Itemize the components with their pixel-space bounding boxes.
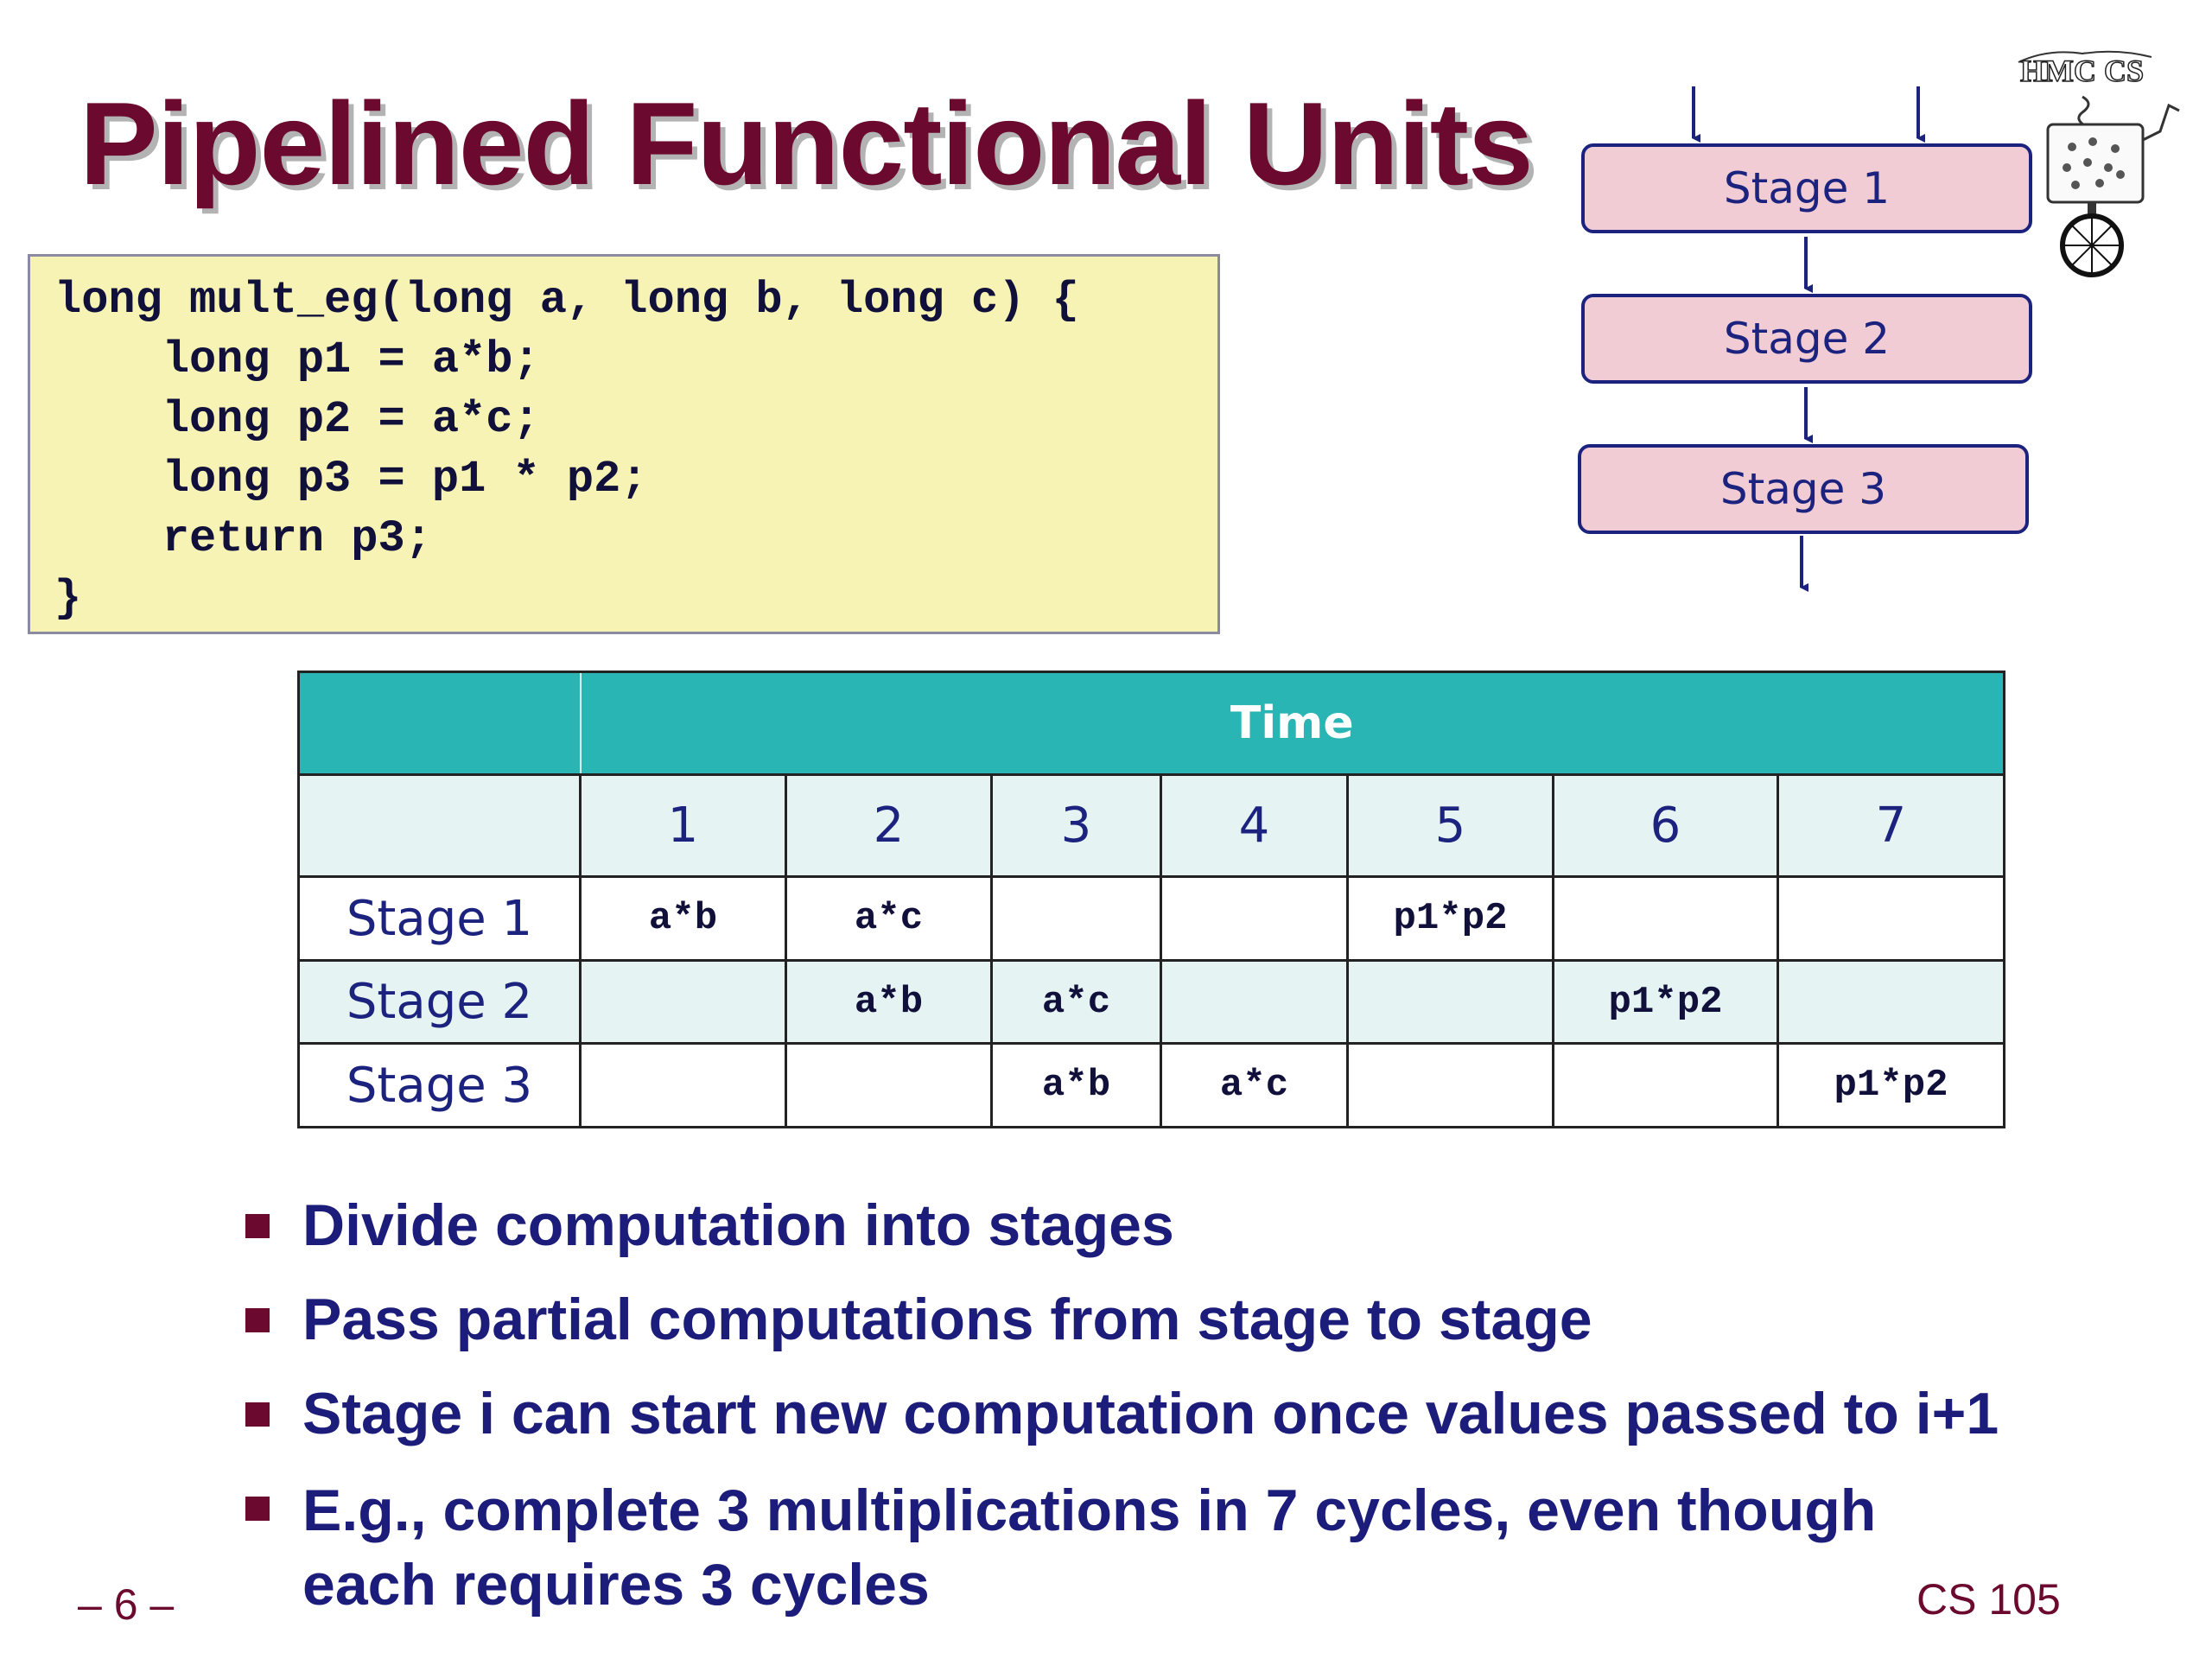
code-line: }: [54, 573, 82, 624]
square-bullet-icon: [245, 1497, 270, 1521]
corner-cell: [297, 671, 582, 776]
time-step: 7: [1777, 772, 2005, 879]
time-step: 6: [1552, 772, 1779, 879]
schedule-cell: [990, 875, 1162, 962]
schedule-cell: [1552, 1042, 1779, 1128]
slide-title: Pipelined Functional Units: [79, 78, 1534, 209]
code-line: long mult_eg(long a, long b, long c) {: [54, 275, 1079, 326]
time-step: 5: [1346, 772, 1554, 879]
list-item: Stage i can start new computation once v…: [242, 1379, 2186, 1448]
table-row: Stage 3 a*b a*c p1*p2: [297, 1042, 2005, 1128]
code-line: long p3 = p1 * p2;: [54, 454, 648, 505]
list-item: Pass partial computations from stage to …: [242, 1285, 2186, 1354]
schedule-cell: [1160, 875, 1349, 962]
schedule-cell: [1160, 958, 1349, 1046]
stage-label: Stage 1: [297, 875, 582, 962]
code-block: long mult_eg(long a, long b, long c) { l…: [28, 254, 1220, 634]
time-step: 2: [785, 772, 993, 879]
code-line: long p2 = a*c;: [54, 394, 540, 445]
schedule-cell: [579, 1042, 787, 1128]
schedule-cell: a*c: [990, 958, 1162, 1046]
square-bullet-icon: [245, 1308, 270, 1332]
time-step: 3: [990, 772, 1162, 879]
logo-text: HMC CS: [2020, 54, 2144, 88]
code-line: return p3;: [54, 513, 432, 564]
pipeline-schedule-table: Time 1 2 3 4 5 6 7 Stage 1 a*b a*c p1*p2…: [297, 671, 2005, 1128]
page-number: – 6 –: [78, 1580, 175, 1629]
schedule-cell: a*b: [579, 875, 787, 962]
stage-label: Stage 3: [297, 1042, 582, 1128]
square-bullet-icon: [245, 1402, 270, 1427]
stage-label: Stage 2: [297, 958, 582, 1046]
schedule-cell: [579, 958, 787, 1046]
schedule-cell: [1346, 1042, 1554, 1128]
schedule-cell: p1*p2: [1552, 958, 1779, 1046]
schedule-cell: p1*p2: [1346, 875, 1554, 962]
list-item: E.g., complete 3 multiplications in 7 cy…: [242, 1473, 2186, 1622]
bullet-list: Divide computation into stages Pass part…: [242, 1191, 2186, 1647]
schedule-cell: [785, 1042, 993, 1128]
schedule-cell: [1777, 875, 2005, 962]
schedule-cell: [1346, 958, 1554, 1046]
schedule-cell: [1552, 875, 1779, 962]
schedule-cell: a*b: [785, 958, 993, 1046]
pipeline-stage-1: Stage 1: [1581, 143, 2032, 233]
schedule-cell: a*c: [785, 875, 993, 962]
corner-cell: [297, 772, 582, 879]
schedule-cell: p1*p2: [1777, 1042, 2005, 1128]
time-step: 4: [1160, 772, 1349, 879]
table-row: Stage 1 a*b a*c p1*p2: [297, 875, 2005, 962]
hmc-cs-robot-logo-icon: HMC CS: [2018, 50, 2180, 277]
code-line: long p1 = a*b;: [54, 334, 540, 385]
schedule-cell: [1777, 958, 2005, 1046]
pipeline-stage-2: Stage 2: [1581, 294, 2032, 384]
time-header: Time: [579, 671, 2005, 776]
time-step: 1: [579, 772, 787, 879]
course-label: CS 105: [1916, 1575, 2061, 1624]
pipeline-stage-3: Stage 3: [1578, 444, 2029, 534]
table-row: Stage 2 a*b a*c p1*p2: [297, 958, 2005, 1046]
square-bullet-icon: [245, 1214, 270, 1238]
schedule-cell: a*c: [1160, 1042, 1349, 1128]
schedule-cell: a*b: [990, 1042, 1162, 1128]
list-item: Divide computation into stages: [242, 1191, 2186, 1260]
